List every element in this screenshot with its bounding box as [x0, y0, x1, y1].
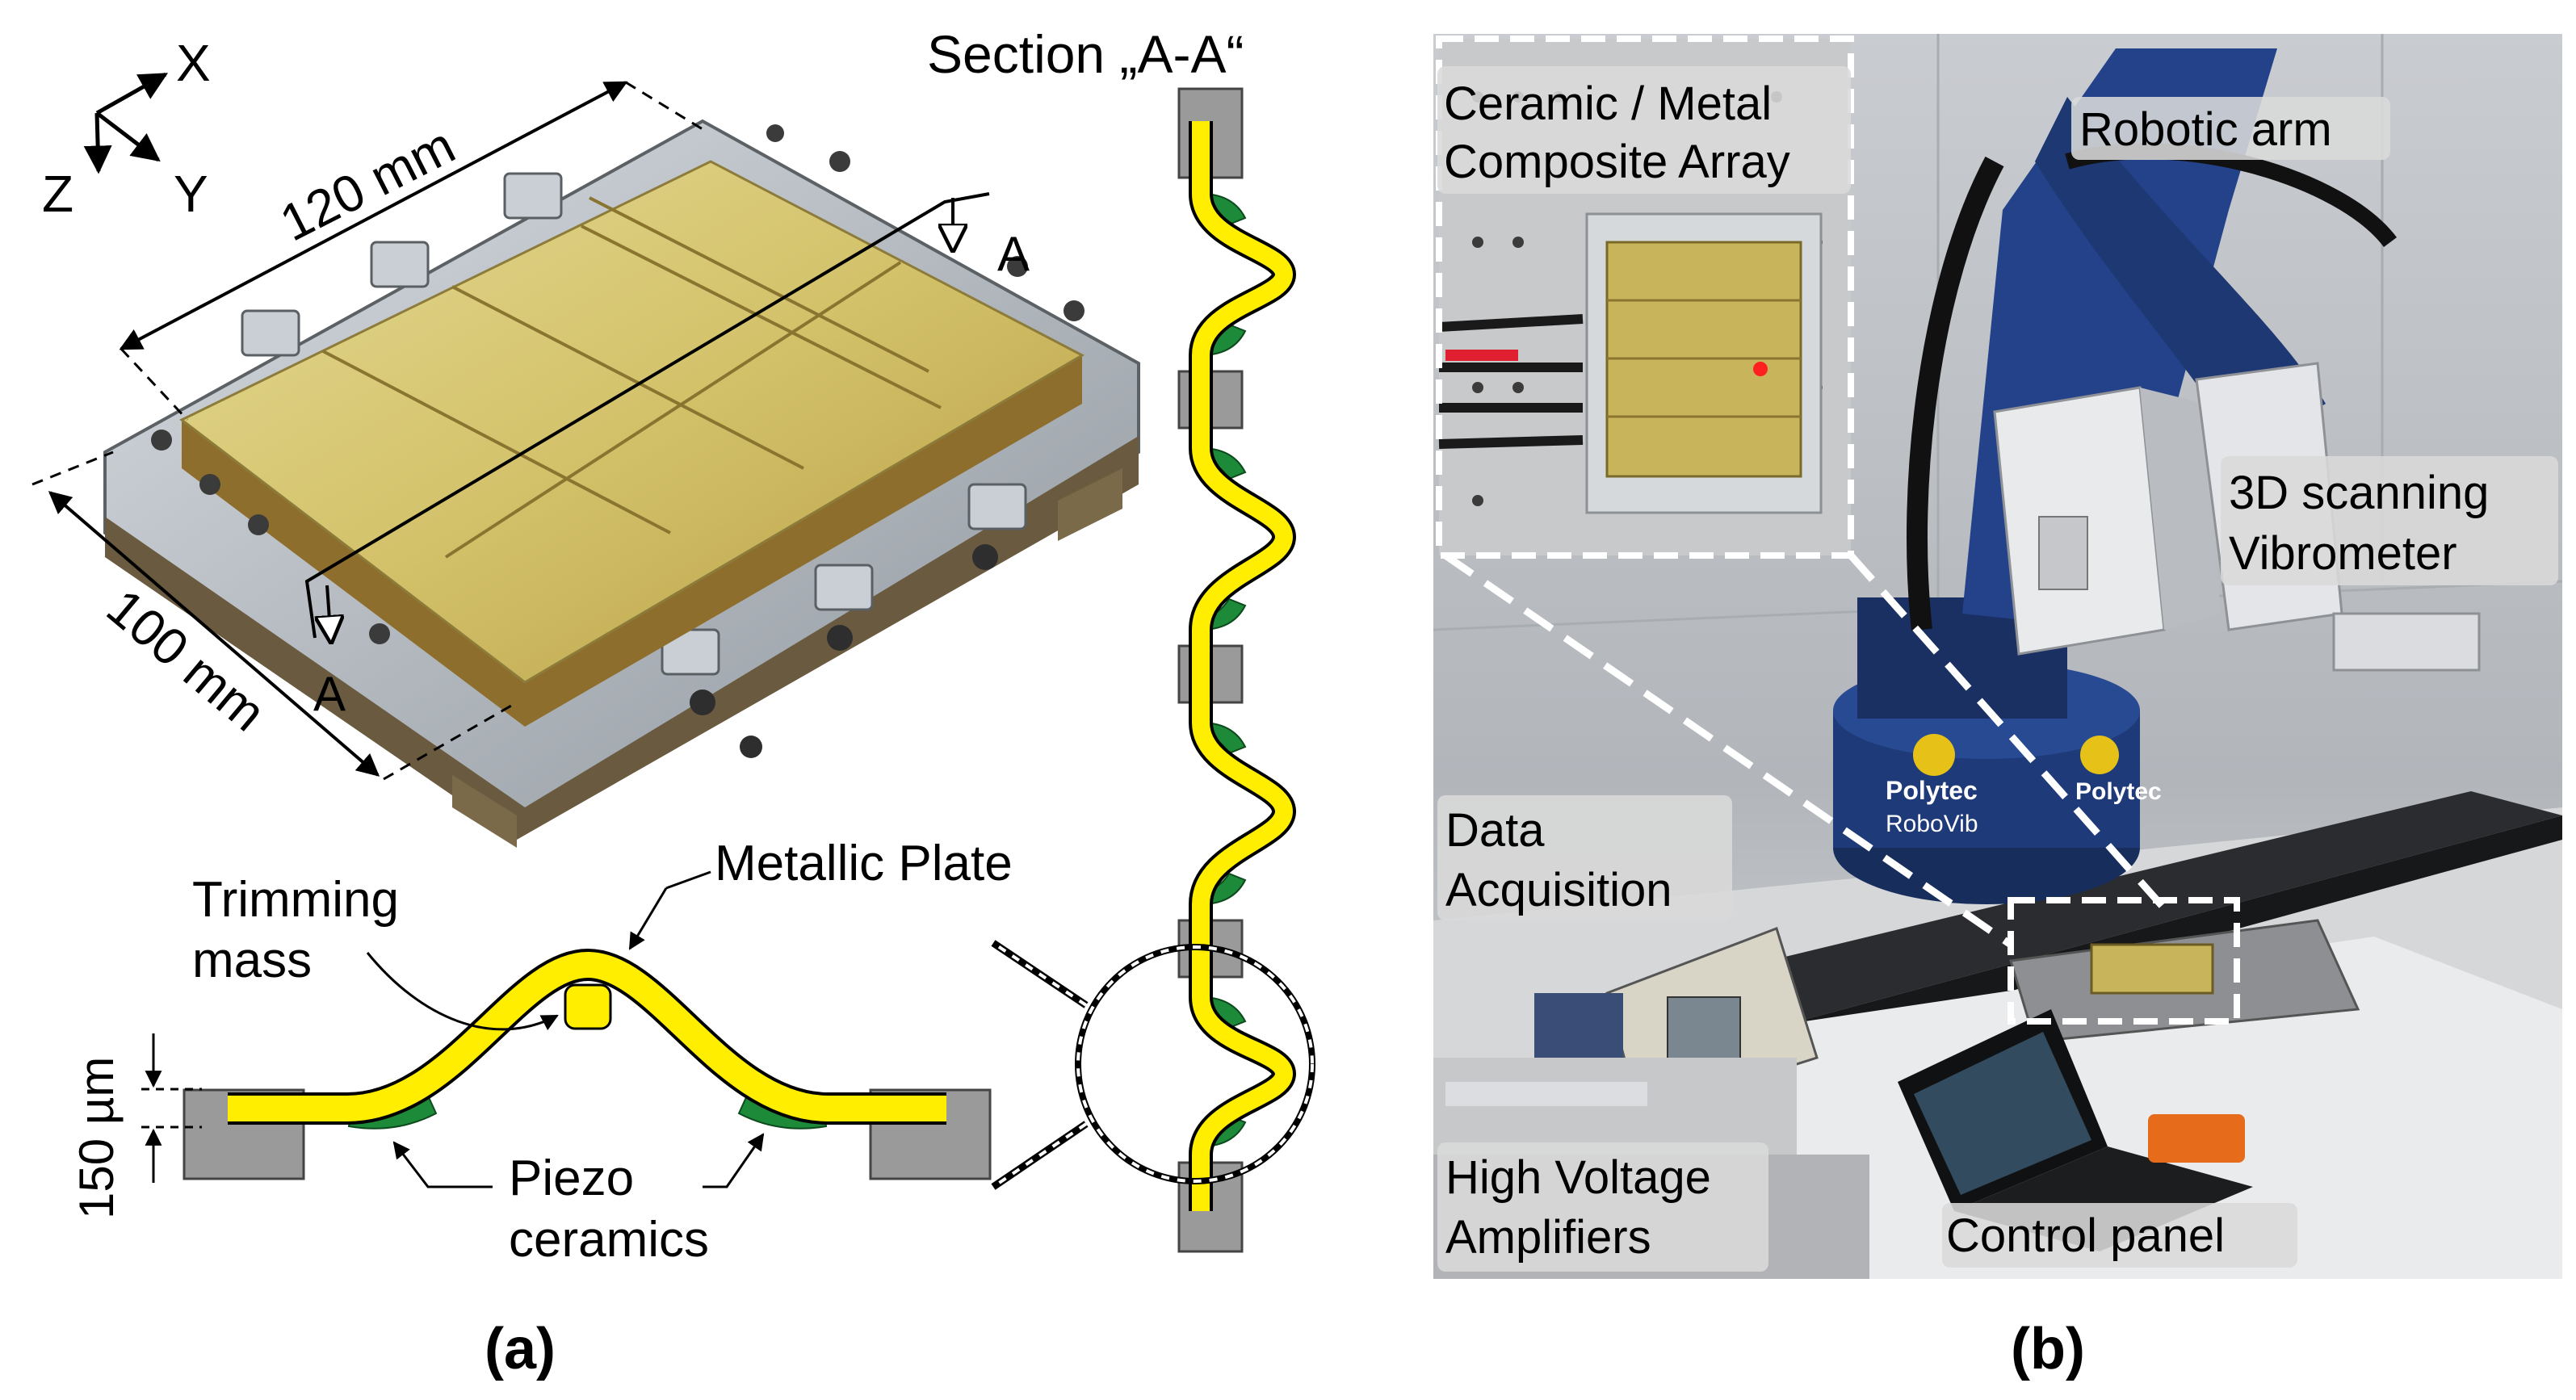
label-vibrometer: 3D scanning Vibrometer: [2221, 456, 2558, 585]
label-vibrometer-line1: 3D scanning: [2229, 467, 2489, 519]
label-amp-line2: Amplifiers: [1445, 1211, 1651, 1264]
metallic-plate-detail: [228, 951, 946, 1121]
sample-highlight-box: [2008, 897, 2240, 1025]
label-array-line1: Ceramic / Metal: [1444, 78, 1772, 130]
piezo-label-line2: ceramics: [509, 1212, 709, 1268]
inset-border: [1436, 36, 1854, 559]
panel-a: X Y Z: [31, 24, 1315, 1381]
label-vibrometer-line2: Vibrometer: [2229, 527, 2457, 580]
label-robotic-arm-text: Robotic arm: [2079, 103, 2332, 156]
piezo-label-line1: Piezo: [509, 1151, 634, 1206]
zoom-line: [1848, 553, 2167, 911]
section-marker-top: A: [997, 227, 1030, 281]
detail-drawing: 150 µm Metallic Plate Trimming mass Piez…: [69, 836, 1013, 1268]
label-control-panel: Control panel: [1942, 1203, 2297, 1268]
label-data-acquisition: Data Acquisition: [1437, 795, 1732, 920]
label-control-panel-text: Control panel: [1946, 1209, 2225, 1262]
brand-label-robot-2: Polytec: [2075, 778, 2162, 805]
axis-label-x: X: [176, 34, 211, 92]
caption-a: (a): [485, 1317, 556, 1381]
section-marker-bottom: A: [313, 667, 346, 721]
label-amp-line1: High Voltage: [1445, 1151, 1711, 1204]
label-array: Ceramic / Metal Composite Array: [1437, 66, 1851, 194]
panel-b: Polytec RoboVib Polytec: [1433, 34, 2563, 1381]
plate-photo: [103, 119, 1140, 848]
caption-b: (b): [2011, 1317, 2085, 1381]
axis-label-z: Z: [42, 165, 73, 223]
trimming-mass-label-line1: Trimming: [192, 872, 399, 928]
trimming-mass: [564, 983, 612, 1030]
sample-array: [2090, 943, 2214, 995]
label-daq-line1: Data: [1445, 804, 1545, 857]
section-drawing: [991, 87, 1315, 1253]
label-robotic-arm: Robotic arm: [2071, 97, 2390, 160]
axis-label-y: Y: [174, 165, 208, 223]
section-title: Section „A-A“: [927, 24, 1244, 84]
label-array-line2: Composite Array: [1444, 136, 1790, 188]
metallic-plate-label: Metallic Plate: [715, 836, 1013, 891]
zoom-line: [1443, 552, 2013, 948]
trimming-mass-label-line2: mass: [192, 933, 312, 988]
coordinate-axes: X Y Z: [42, 34, 211, 223]
label-amplifiers: High Voltage Amplifiers: [1437, 1142, 1768, 1272]
product-label-robot: RoboVib: [1886, 811, 1978, 837]
metallic-plate-section: [1192, 121, 1294, 1211]
thickness-label: 150 µm: [69, 1057, 124, 1219]
brand-label-robot: Polytec: [1886, 776, 1978, 805]
label-daq-line2: Acquisition: [1445, 864, 1672, 916]
